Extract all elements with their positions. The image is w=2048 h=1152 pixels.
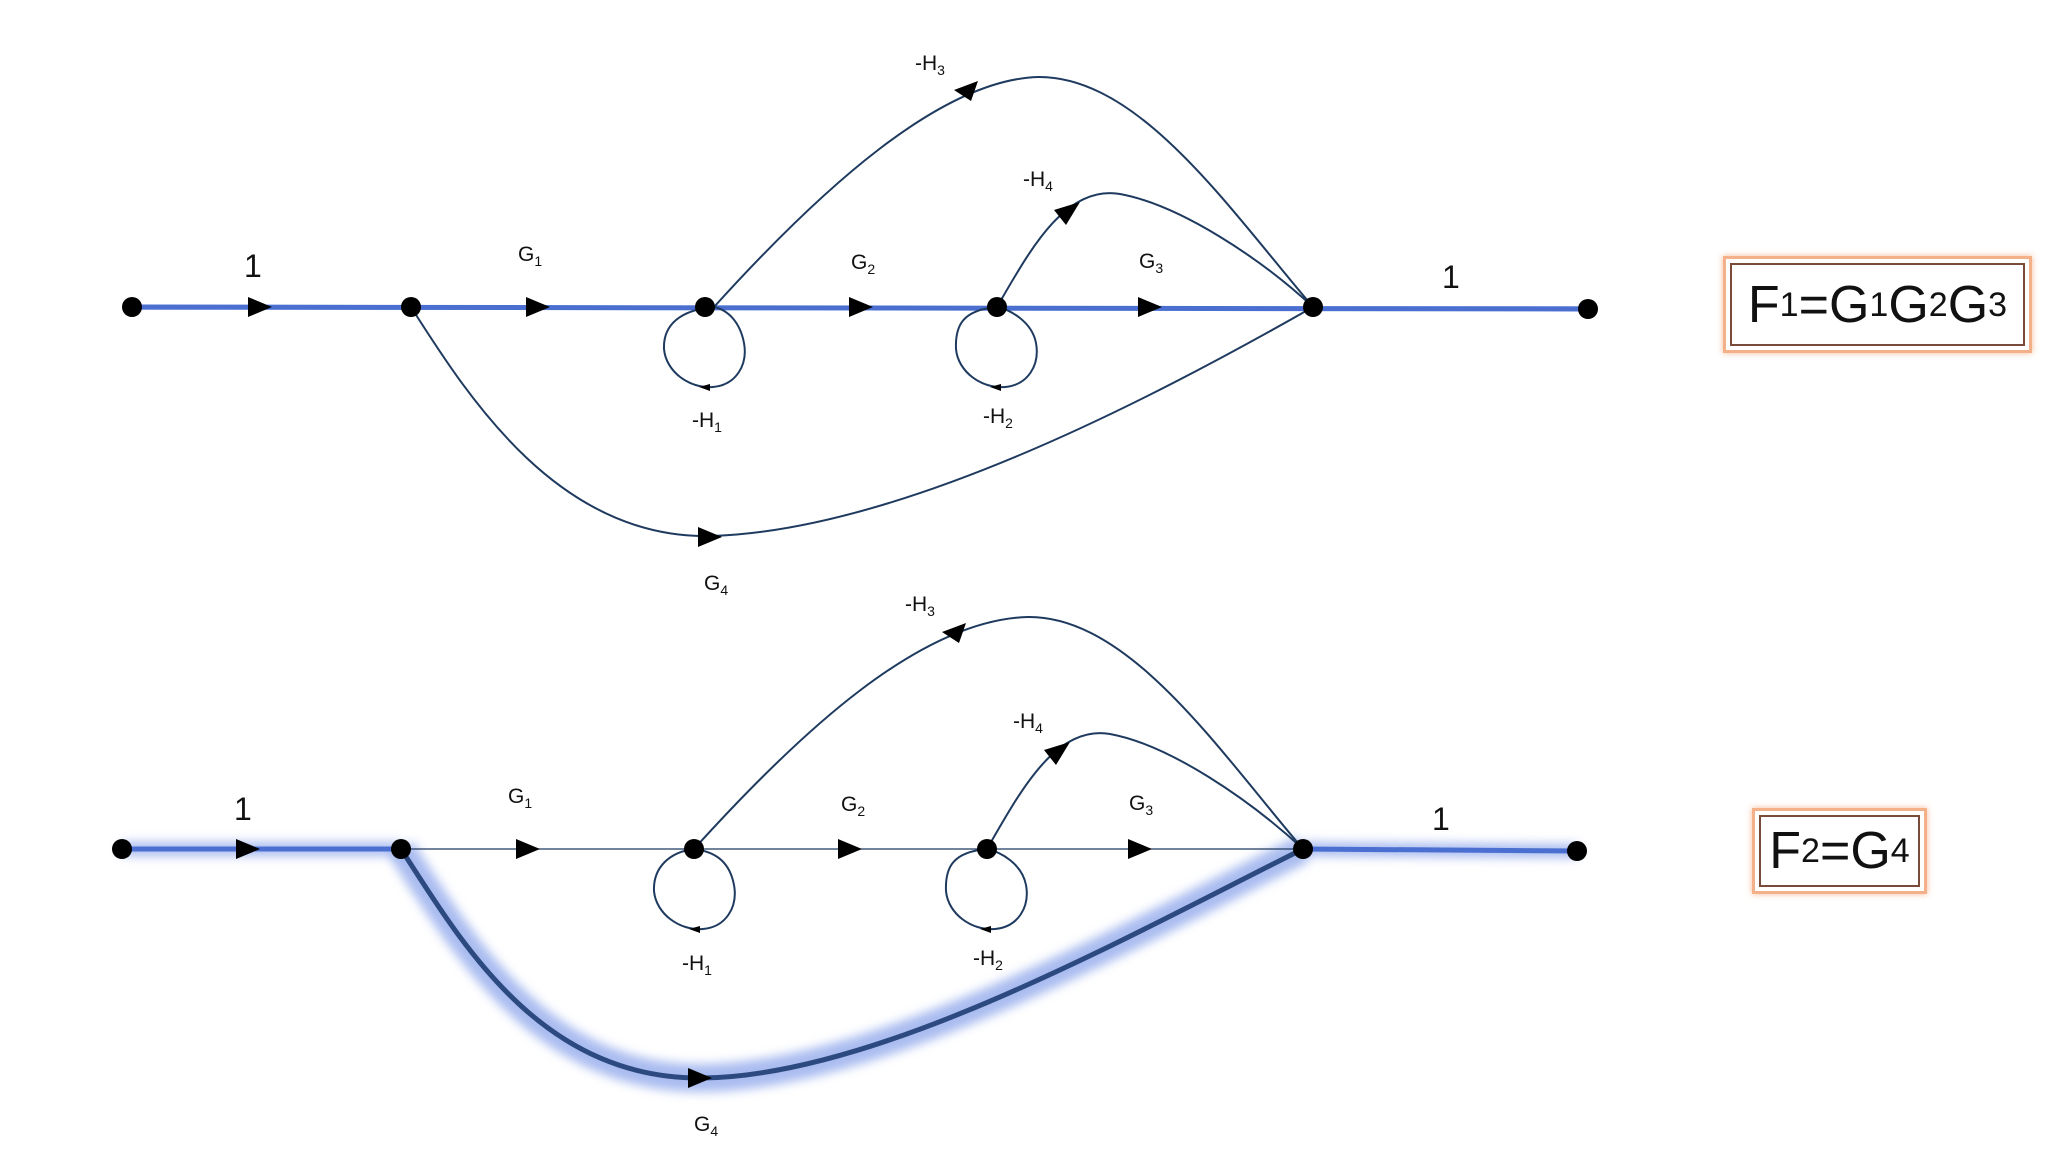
label-in-2: 1 [234, 791, 252, 827]
diagram-1: 1 G1 G2 G3 1 G4 -H1 -H2 -H3 -H4 [122, 52, 1598, 598]
label-g1-2: G1 [508, 785, 532, 811]
arrow-h3 [954, 81, 978, 101]
node-3-2 [977, 839, 997, 859]
label-g4: G4 [704, 572, 728, 598]
forward-path-g4 [398, 846, 1305, 1081]
arrow-in-2 [236, 839, 260, 859]
branch-h4-2 [986, 732, 1304, 850]
self-loop-h2-2 [944, 848, 1028, 931]
arrow-h4-2 [1044, 742, 1070, 765]
node-2-2 [684, 839, 704, 859]
node-4-2 [1293, 839, 1313, 859]
node-1-2 [391, 839, 411, 859]
highlight-glow-2 [122, 836, 1578, 1093]
label-out-2: 1 [1432, 801, 1450, 837]
arrow-h4 [1054, 202, 1080, 225]
node-input-2 [112, 839, 132, 859]
arrow-h2 [990, 384, 1001, 391]
arrow-h2-2 [980, 926, 991, 933]
label-g2: G2 [851, 251, 875, 277]
label-h1-2: -H1 [682, 952, 712, 978]
label-g3-2: G3 [1129, 792, 1153, 818]
label-h3-2: -H3 [905, 593, 935, 619]
arrow-h1 [699, 384, 710, 391]
arrow-g4-2 [688, 1068, 712, 1088]
arrow-h1-2 [689, 926, 700, 933]
self-loop-h1-2 [652, 848, 736, 931]
node-1 [401, 297, 421, 317]
node-3 [987, 297, 1007, 317]
diagram-2: 1 G1 G2 G3 1 G4 -H1 -H2 -H3 -H4 [112, 593, 1587, 1139]
label-g4-2: G4 [694, 1113, 718, 1139]
arrow-g3 [1138, 297, 1162, 317]
label-h1: -H1 [692, 409, 722, 435]
arrow-g1-2 [516, 839, 540, 859]
arrow-g4 [698, 527, 722, 547]
arrow-h3-2 [942, 623, 966, 643]
node-input [122, 297, 142, 317]
label-in: 1 [244, 248, 262, 284]
arrow-g3-2 [1128, 839, 1152, 859]
label-g3: G3 [1139, 250, 1163, 276]
self-loop-h2 [954, 306, 1038, 389]
label-h2-2: -H2 [973, 947, 1003, 973]
path-out-2 [1302, 846, 1578, 854]
node-2 [695, 297, 715, 317]
label-h4-2: -H4 [1013, 710, 1043, 736]
node-output-2 [1567, 841, 1587, 861]
branch-h3 [713, 75, 1314, 308]
label-h3: -H3 [915, 52, 945, 78]
label-out: 1 [1442, 259, 1460, 295]
node-4 [1303, 297, 1323, 317]
label-h2: -H2 [983, 405, 1013, 431]
branch-h4 [996, 192, 1314, 308]
branch-g4 [410, 306, 1314, 538]
label-h4: -H4 [1023, 168, 1053, 194]
arrow-g2-2 [838, 839, 862, 859]
arrow-in [248, 297, 272, 317]
branch-h3-2 [693, 615, 1304, 850]
arrow-g2 [849, 297, 873, 317]
label-g1: G1 [518, 243, 542, 269]
node-output [1578, 299, 1598, 319]
arrow-g1 [526, 297, 550, 317]
label-g2-2: G2 [841, 793, 865, 819]
self-loop-h1 [662, 306, 746, 389]
